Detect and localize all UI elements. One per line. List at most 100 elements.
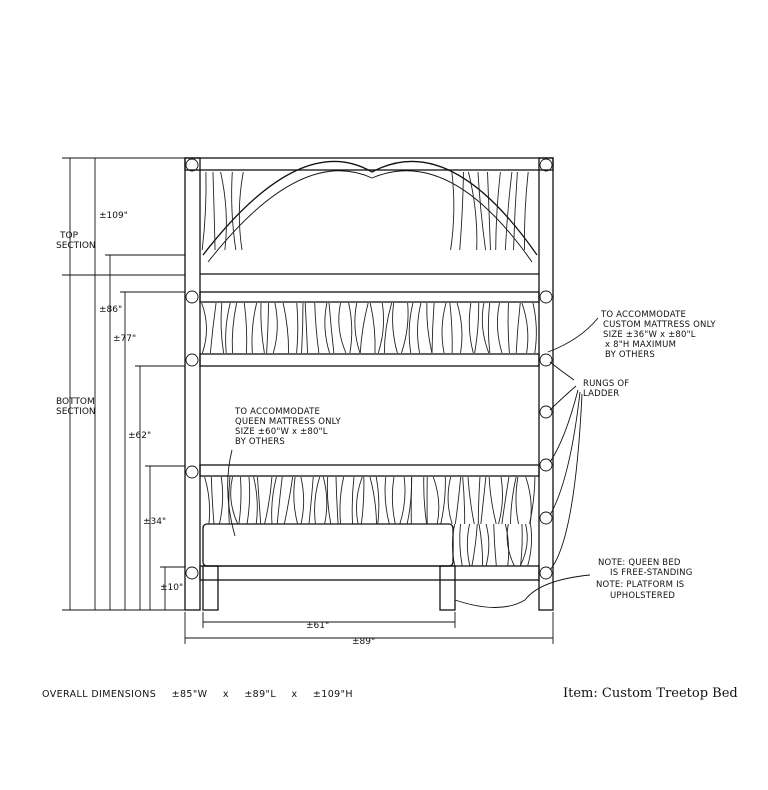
twig — [282, 302, 290, 354]
twig — [220, 171, 227, 251]
arch-outer — [202, 160, 538, 256]
twig — [351, 476, 355, 525]
twig — [452, 523, 456, 567]
twig — [338, 302, 347, 354]
note-rungs: RUNGS OF LADDER — [583, 379, 629, 399]
twig — [399, 476, 406, 525]
width-61: ±61" — [306, 621, 329, 631]
twig — [219, 476, 224, 525]
twig — [228, 476, 231, 525]
note-line: x 8"H MAXIMUM — [605, 340, 676, 350]
twig — [238, 476, 242, 525]
twig — [408, 302, 414, 354]
twig — [529, 476, 536, 525]
twig — [520, 523, 523, 567]
right-post — [538, 157, 554, 611]
twig — [477, 476, 481, 525]
upper-bunk-rail — [199, 291, 540, 303]
note-line: IS FREE-STANDING — [610, 568, 693, 578]
twig — [487, 302, 491, 354]
twig — [209, 302, 217, 354]
twig — [510, 476, 517, 525]
note-line: CUSTOM MATTRESS ONLY — [603, 320, 716, 330]
twig — [231, 171, 237, 251]
upper-bunk-base — [199, 353, 540, 367]
twig — [440, 476, 446, 525]
twig — [477, 171, 487, 251]
twig — [459, 523, 463, 567]
twig — [377, 302, 384, 354]
twig — [322, 476, 328, 525]
twig — [527, 523, 532, 567]
top-section-label: TOP — [59, 231, 79, 241]
twig — [504, 523, 510, 567]
height-77: ±77" — [113, 334, 136, 344]
height-10: ±10" — [160, 583, 183, 593]
twig — [401, 302, 409, 354]
twig — [523, 171, 529, 251]
twig — [383, 302, 393, 354]
twig — [204, 476, 211, 525]
twig — [495, 171, 501, 251]
twig — [354, 302, 361, 354]
overall-label: OVERALL DIMENSIONS — [42, 689, 157, 700]
twig — [525, 476, 532, 525]
twig — [519, 523, 528, 567]
base-rail — [199, 565, 540, 581]
top-section-label-2: SECTION — [56, 241, 96, 251]
twig — [431, 302, 435, 354]
twig — [324, 302, 330, 354]
twig — [230, 476, 239, 525]
twig-infill — [201, 171, 537, 567]
note-line: TO ACCOMMODATE — [234, 407, 320, 417]
top-rail — [184, 157, 554, 171]
twig — [339, 476, 345, 525]
note-line: SIZE ±36"W x ±80"L — [603, 330, 696, 340]
queen-mattress-platform — [202, 523, 454, 567]
overall-height: ±109"H — [312, 689, 353, 700]
bed-leg-left — [202, 565, 219, 611]
twig — [384, 476, 390, 525]
twig — [471, 523, 478, 567]
note-platform: NOTE: PLATFORM IS UPHOLSTERED — [596, 580, 684, 601]
dimension-lines — [62, 157, 599, 644]
bed-leg-right — [439, 565, 456, 611]
note-line: BY OTHERS — [235, 437, 285, 447]
note-line: BY OTHERS — [605, 350, 655, 360]
twig — [480, 476, 487, 525]
twig — [272, 302, 278, 354]
note-line: SIZE ±60"W x ±80"L — [235, 427, 328, 437]
twig — [375, 476, 380, 525]
bed-frame — [184, 157, 554, 611]
height-109: ±109" — [99, 211, 128, 221]
height-62: ±62" — [128, 431, 151, 441]
twig — [478, 523, 484, 567]
twig — [493, 523, 497, 567]
note-queen-bed: NOTE: QUEEN BED IS FREE-STANDING — [598, 558, 693, 578]
twig — [467, 476, 475, 525]
width-89: ±89" — [352, 637, 375, 647]
twig — [506, 523, 515, 567]
twig — [498, 476, 503, 525]
twig — [253, 476, 258, 525]
twig — [488, 476, 497, 525]
arch-inner — [207, 170, 533, 263]
twig — [507, 302, 510, 354]
twig — [300, 476, 305, 525]
overall-dimensions: OVERALL DIMENSIONS ±85"W x ±89"L x ±109"… — [42, 689, 365, 700]
twig — [432, 476, 440, 525]
twig — [513, 171, 518, 251]
bottom-section-label-2: SECTION — [56, 407, 96, 417]
bottom-section-label: BOTTOM — [56, 397, 95, 407]
twig — [369, 302, 376, 354]
twig — [501, 476, 510, 525]
twig — [360, 476, 365, 525]
twig — [459, 171, 464, 251]
note-line: UPHOLSTERED — [610, 591, 675, 601]
twig — [532, 302, 537, 354]
times-sign: x — [291, 689, 298, 700]
note-line: NOTE: QUEEN BED — [598, 558, 681, 568]
twig — [283, 476, 294, 525]
twig — [348, 302, 353, 354]
